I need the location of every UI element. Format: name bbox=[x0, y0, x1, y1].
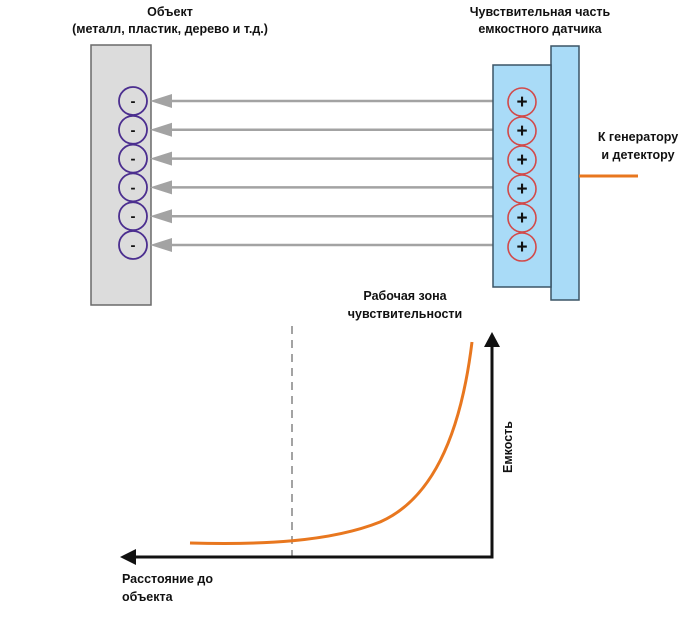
positive-charge-circle bbox=[507, 87, 537, 117]
field-lines bbox=[150, 94, 493, 252]
field-arrowhead bbox=[150, 151, 172, 166]
capacitance-curve bbox=[189, 341, 474, 546]
field-arrowhead bbox=[150, 122, 172, 137]
object-title: Объект bbox=[147, 5, 193, 19]
positive-charge-sign: + bbox=[516, 121, 527, 142]
sensor-title-line1: Чувствительная часть bbox=[470, 5, 611, 19]
graph-axes bbox=[132, 345, 494, 559]
positive-charge-circle bbox=[507, 116, 537, 146]
negative-charge-sign: - bbox=[131, 122, 136, 139]
positive-charge-sign: + bbox=[516, 208, 527, 229]
sensitivity-zone-label-line1: Рабочая зона bbox=[363, 289, 447, 303]
sensor-electrode-plate bbox=[550, 45, 580, 301]
sensor-title-line2: емкостного датчика bbox=[478, 22, 602, 36]
negative-charge-sign: - bbox=[131, 208, 136, 225]
positive-charge-circle bbox=[507, 145, 537, 175]
x-axis-arrowhead bbox=[120, 549, 136, 565]
y-axis-label: Емкость bbox=[501, 421, 515, 473]
negative-charges: - - - - - - bbox=[118, 86, 148, 260]
y-axis-arrowhead bbox=[484, 332, 500, 347]
positive-charge-sign: + bbox=[516, 92, 527, 113]
connection-label-line2: и детектору bbox=[601, 148, 674, 162]
negative-charge-sign: - bbox=[131, 151, 136, 168]
field-arrowhead bbox=[150, 180, 172, 195]
field-arrowhead bbox=[150, 209, 172, 224]
sensitivity-zone-label-line2: чувствительности bbox=[348, 307, 463, 321]
object-subtitle: (металл, пластик, дерево и т.д.) bbox=[72, 22, 268, 36]
negative-charge-circle bbox=[118, 230, 148, 260]
sensor-sensitive-part bbox=[492, 64, 552, 288]
positive-charge-sign: + bbox=[516, 179, 527, 200]
object-plate bbox=[90, 44, 152, 306]
negative-charge-sign: - bbox=[131, 179, 136, 196]
field-arrowhead bbox=[150, 238, 172, 252]
positive-charges: + + + + + + bbox=[507, 87, 537, 262]
positive-charge-circle bbox=[507, 232, 537, 262]
positive-charge-sign: + bbox=[516, 150, 527, 171]
x-axis-label-line2: объекта bbox=[122, 590, 174, 604]
x-axis-label-line1: Расстояние до bbox=[122, 572, 213, 586]
positive-charge-circle bbox=[507, 203, 537, 233]
field-arrowhead bbox=[150, 94, 172, 108]
negative-charge-sign: - bbox=[131, 237, 136, 254]
positive-charge-circle bbox=[507, 174, 537, 204]
connection-label-line1: К генератору bbox=[598, 130, 678, 144]
positive-charge-sign: + bbox=[516, 237, 527, 258]
negative-charge-sign: - bbox=[131, 93, 136, 110]
